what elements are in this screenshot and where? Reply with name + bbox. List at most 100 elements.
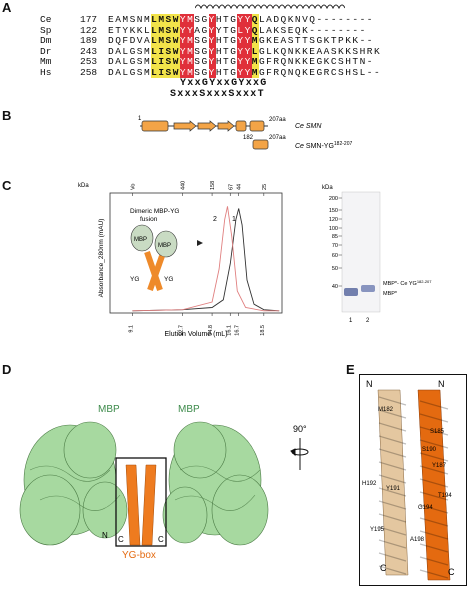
residue-label: S190 xyxy=(422,447,437,453)
helix-secondary-structure-icon xyxy=(195,4,345,10)
residue-label: Y187 xyxy=(432,463,447,469)
gel-band-label-1: MBP*- Ce YG182-207 xyxy=(383,279,432,287)
construct-2-name: Ce SMN-YG182-207 xyxy=(295,141,352,150)
size-marker-label: 25 xyxy=(262,184,268,190)
panel-label-d: D xyxy=(2,362,12,377)
motif-s: SxxxSxxxSxxxT xyxy=(170,89,265,100)
band-lane-2 xyxy=(361,285,375,292)
yg-helices xyxy=(125,464,157,546)
panel-label-a: A xyxy=(2,0,12,15)
n-label: N xyxy=(102,531,108,540)
panel-label-b: B xyxy=(2,108,12,123)
mbp-right-label: MBP xyxy=(178,404,200,415)
residue-label: G194 xyxy=(418,505,433,511)
arrowhead-icon xyxy=(197,240,203,246)
ladder-label: 60 xyxy=(332,253,338,259)
orange-helix xyxy=(417,389,451,581)
residue-label: H192 xyxy=(362,481,377,487)
x-tick-label: 16.1 xyxy=(226,325,232,336)
construct-elements xyxy=(141,120,265,132)
size-marker-label: 44 xyxy=(237,184,243,190)
species-label: Ce xyxy=(40,14,52,25)
kda-label: kDa xyxy=(78,183,89,189)
x-axis-label: Elution Volume (mL) xyxy=(164,331,227,338)
yg-label-1: YG xyxy=(130,276,139,283)
fragment-helix xyxy=(252,139,269,150)
yg-label-2: YG xyxy=(164,276,173,283)
species-label: Sp xyxy=(40,24,52,36)
tan-helix xyxy=(377,389,409,576)
sequence-row: EAMSNMLMSWYMSGYHTGYYQLADQKNVQ-------- xyxy=(108,14,373,25)
species-label: Dr xyxy=(40,45,52,57)
y-axis-label: Absorbance_280nm (mAU) xyxy=(98,219,105,298)
rotation-label: 90° xyxy=(293,424,307,434)
gel-kda-label: kDa xyxy=(322,185,333,191)
start-residue: 258 xyxy=(80,66,98,78)
size-marker-label: Vo xyxy=(130,184,136,190)
start-residue: 177 xyxy=(80,14,98,25)
residue-label: M182 xyxy=(378,407,394,413)
peak-label-2: 2 xyxy=(213,216,217,223)
alignment-panel: Ce 177 EAMSNMLMSWYMSGYHTGYYQLADQKNVQ------… xyxy=(40,2,470,102)
species-label: Dm xyxy=(40,35,52,46)
start-residue: 189 xyxy=(80,35,98,46)
mbp-left-domain xyxy=(19,421,128,546)
size-marker-label: 440 xyxy=(181,181,187,190)
x-tick-label: 16.7 xyxy=(235,325,241,336)
lane-label-1: 1 xyxy=(349,318,353,324)
residue-label: Y195 xyxy=(370,527,385,533)
gel-band-label-2: MBP* xyxy=(383,291,398,297)
dimer-cartoon: MBP MBP YG YG xyxy=(130,224,178,291)
ladder-label: 50 xyxy=(332,266,338,272)
mbp-yg-structure-render: MBP MBP C C N YG- xyxy=(19,404,309,561)
residue-label: S185 xyxy=(430,429,445,435)
panel-label-c: C xyxy=(2,178,12,193)
motif-yg: YxxGYxxGYxxG xyxy=(180,78,268,89)
residue-label: Y191 xyxy=(386,486,401,492)
yg-box-frame xyxy=(115,457,167,547)
band-lane-1 xyxy=(344,288,358,296)
size-marker-label: 158 xyxy=(210,181,216,190)
sequence-row: DQFDVALMSWYMSGYHTGYYMGKEASTTSGKTPKK-- xyxy=(108,35,373,46)
residue-label: C xyxy=(448,567,455,577)
series-line-2 xyxy=(132,206,280,312)
inset-title-1: Dimeric MBP-YG xyxy=(130,208,179,215)
series-line-1 xyxy=(132,208,280,312)
fragment-end-label: 207aa xyxy=(269,135,286,141)
sequence-row: DALGSMLISWYMSGYHTGYYLGLKQNKKEAASKKSHRK xyxy=(108,45,380,57)
peak-label-1: 1 xyxy=(232,216,236,223)
residue-label: C xyxy=(380,563,387,573)
sequence-row: DALGSMLISWYMSGYHTGYYMGFRQNKKEGKCSHTN- xyxy=(108,56,373,67)
construct-start-label: 1 xyxy=(138,116,142,122)
x-tick-label: 12.7 xyxy=(179,325,185,336)
c-label-right: C xyxy=(158,535,164,544)
start-residue: 243 xyxy=(80,45,98,57)
yg-box-label: YG-box xyxy=(122,550,156,561)
residue-label: N xyxy=(366,379,373,389)
x-tick-label: 9.1 xyxy=(128,325,134,333)
ladder-label: 70 xyxy=(332,243,338,249)
ladder-label: 40 xyxy=(332,284,338,290)
sequence-row: ETYKKLLMSWYYAGYYTGLYQLAKSEQK-------- xyxy=(108,24,366,36)
size-marker-label: 67 xyxy=(228,184,234,190)
construct-schematic: 1 207aa Ce SMN 182 207aa Ce SMN-YG182-20… xyxy=(138,116,352,150)
mbp-label-2: MBP xyxy=(158,243,171,249)
species-label: Hs xyxy=(40,66,52,78)
ladder-label: 150 xyxy=(329,208,338,214)
construct-1-name: Ce SMN xyxy=(295,123,322,130)
mbp-right-domain xyxy=(162,421,269,546)
residue-label: A198 xyxy=(410,537,425,543)
x-tick-label: 14.8 xyxy=(208,325,214,336)
structure-panel-d: MBP MBP C C N YG- xyxy=(10,370,310,590)
ladder-label: 100 xyxy=(329,226,338,232)
c-label-left: C xyxy=(118,535,124,544)
x-tick-label: 18.5 xyxy=(260,325,266,336)
inset-title-2: fusion xyxy=(140,216,158,223)
rotation-arrow-icon xyxy=(290,438,309,470)
